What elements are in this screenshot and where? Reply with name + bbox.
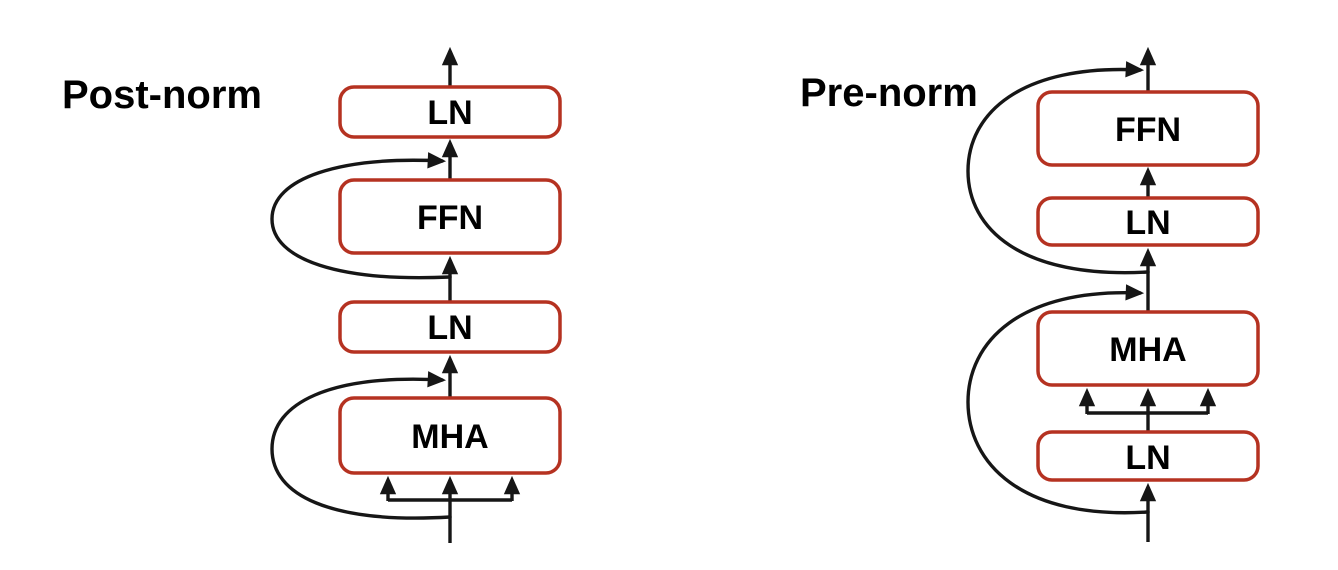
pre-norm-block-ln-lower (1036, 430, 1260, 482)
pre-norm-diagram: FFN LN MHA LN Pre-norm (800, 46, 1260, 542)
post-norm-label-ln-top: LN (427, 94, 472, 132)
post-norm-residual-skip-mha (270, 371, 452, 520)
pre-norm-label-ffn: FFN (1115, 111, 1181, 149)
post-norm-block-mha (338, 396, 562, 475)
post-norm-block-ln-mid (338, 300, 562, 354)
pre-norm-residual-skip-mha (966, 284, 1150, 515)
post-norm-block-ffn (338, 178, 562, 255)
post-norm-block-ln-top (338, 85, 562, 139)
pre-norm-block-mha (1036, 310, 1260, 387)
post-norm-label-mha: MHA (411, 418, 488, 456)
pre-norm-block-ln-upper (1036, 196, 1260, 247)
post-norm-label-ln-mid: LN (427, 309, 472, 347)
pre-norm-label-ln-lower: LN (1125, 439, 1170, 477)
pre-norm-block-ffn (1036, 90, 1260, 167)
post-norm-residual-skip-ffn (270, 152, 452, 280)
post-norm-label-ffn: FFN (417, 199, 483, 237)
pre-norm-label-mha: MHA (1109, 331, 1186, 369)
post-norm-diagram: LN FFN LN MHA Post-norm (62, 46, 562, 543)
pre-norm-residual-skip-ffn (966, 61, 1150, 275)
pre-norm-title: Pre-norm (800, 71, 978, 115)
post-norm-title: Post-norm (62, 73, 262, 117)
pre-norm-label-ln-upper: LN (1125, 204, 1170, 242)
